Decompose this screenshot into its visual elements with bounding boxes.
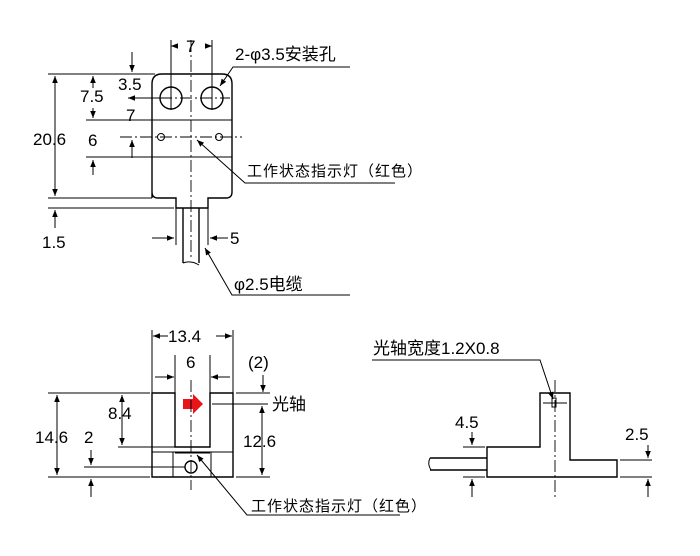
dim-1-5: 1.5 xyxy=(42,233,66,252)
dim-5: 5 xyxy=(230,229,239,248)
dim-14-6: 14.6 xyxy=(35,428,68,447)
dim-8-4: 8.4 xyxy=(108,404,132,423)
dim-2-paren: (2) xyxy=(248,353,269,372)
dim-3-5: 3.5 xyxy=(118,75,142,94)
dim-20-6: 20.6 xyxy=(33,130,66,149)
mounting-holes-label: 2-φ3.5安装孔 xyxy=(235,45,336,64)
sensor-body-outline xyxy=(151,73,233,209)
optical-axis-label: 光轴 xyxy=(272,395,306,414)
dim-6: 6 xyxy=(88,131,97,150)
dim-7-top: 7 xyxy=(186,37,195,56)
dim-7: 7 xyxy=(126,106,135,125)
indicator-label-top: 工作状态指示灯（红色） xyxy=(247,162,423,180)
side-view: 光轴宽度1.2X0.8 4.5 2.5 xyxy=(372,339,652,498)
sensor-side-outline xyxy=(486,392,618,478)
indicator-label-front: 工作状态指示灯（红色） xyxy=(251,497,427,515)
axis-width-label: 光轴宽度1.2X0.8 xyxy=(373,339,500,358)
cable-label: φ2.5电缆 xyxy=(234,275,303,294)
light-direction-arrow-icon xyxy=(183,394,203,414)
top-view: 7 2-φ3.5安装孔 20.6 3.5 7.5 7 6 工作状态指示灯（红色）… xyxy=(33,37,423,296)
dim-4-5: 4.5 xyxy=(455,413,479,432)
dim-2: 2 xyxy=(84,428,93,447)
dim-6-front: 6 xyxy=(186,353,195,372)
dim-7-5: 7.5 xyxy=(80,87,104,106)
front-view: 13.4 6 (2) 光轴 14.6 8.4 2 12.6 工作状态指示灯（红色… xyxy=(35,327,427,516)
dim-12-6: 12.6 xyxy=(243,432,276,451)
dim-2-5: 2.5 xyxy=(625,425,649,444)
dim-13-4: 13.4 xyxy=(168,327,201,346)
